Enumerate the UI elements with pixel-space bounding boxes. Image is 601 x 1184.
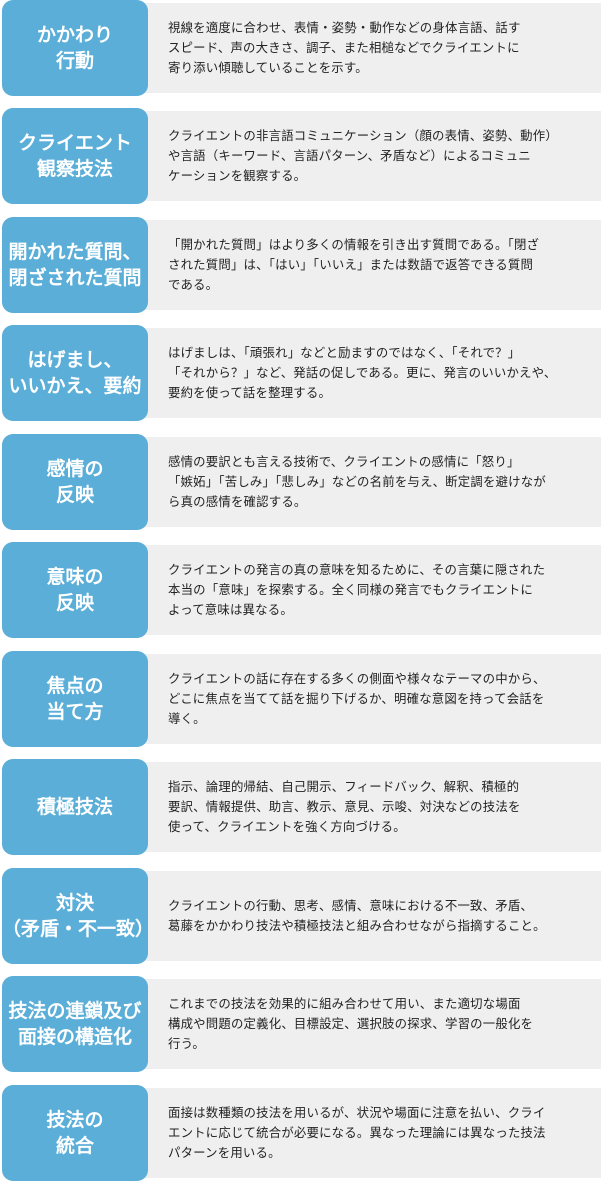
technique-label: 感情の 反映: [2, 434, 148, 530]
technique-row: 対決 （矛盾・不一致） クライエントの行動、思考、感情、意味における不一致、矛盾…: [0, 868, 601, 964]
technique-label: はげまし、 いいかえ、要約: [2, 325, 148, 421]
technique-description: クライエントの発言の真の意味を知るために、その言葉に隠された 本当の「意味」を探…: [168, 562, 546, 617]
technique-row: かかわり 行動 視線を適度に合わせ、表情・姿勢・動作などの身体言語、話す スピー…: [0, 0, 601, 96]
technique-description: 指示、論理的帰結、自己開示、フィードバック、解釈、積極的 要訳、情報提供、助言、…: [168, 779, 521, 834]
description-panel: [140, 328, 601, 418]
description-panel: [140, 220, 601, 310]
technique-label: 開かれた質問、 閉ざされた質問: [2, 217, 148, 313]
description-panel: [140, 437, 601, 527]
technique-row: 技法の 統合 面接は数種類の技法を用いるが、状況や場面に注意を払い、クライ エン…: [0, 1085, 601, 1181]
technique-row: 開かれた質問、 閉ざされた質問 「開かれた質問」はより多くの情報を引き出す質問で…: [0, 217, 601, 313]
description-panel: [140, 654, 601, 744]
technique-description: クライエントの非言語コミュニケーション（顔の表情、姿勢、動作） や言語（キーワー…: [168, 128, 558, 183]
technique-description: 面接は数種類の技法を用いるが、状況や場面に注意を払い、クライ エントに応じて統合…: [168, 1105, 546, 1160]
technique-description: クライエントの行動、思考、感情、意味における不一致、矛盾、 葛藤をかかわり技法や…: [168, 898, 546, 933]
description-panel: [140, 545, 601, 635]
technique-row: 積極技法 指示、論理的帰結、自己開示、フィードバック、解釈、積極的 要訳、情報提…: [0, 759, 601, 855]
technique-label: クライエント 観察技法: [2, 108, 148, 204]
description-panel: [140, 871, 601, 961]
technique-description: これまでの技法を効果的に組み合わせて用い、また適切な場面 構成や問題の定義化、目…: [168, 996, 534, 1051]
technique-label: かかわり 行動: [2, 0, 148, 96]
technique-label: 技法の 統合: [2, 1085, 148, 1181]
technique-row: 感情の 反映 感情の要訳とも言える技術で、クライエントの感情に「怒り」 「嫉妬」…: [0, 434, 601, 530]
technique-description: 感情の要訳とも言える技術で、クライエントの感情に「怒り」 「嫉妬」「苦しみ」「悲…: [168, 454, 546, 509]
description-panel: [140, 762, 601, 852]
technique-description: クライエントの話に存在する多くの側面や様々なテーマの中から、 どこに焦点を当てて…: [168, 671, 546, 726]
technique-row: 技法の連鎖及び 面接の構造化 これまでの技法を効果的に組み合わせて用い、また適切…: [0, 976, 601, 1072]
technique-row: はげまし、 いいかえ、要約 はげましは、「頑張れ」などと励ますのではなく、「それ…: [0, 325, 601, 421]
technique-label: 積極技法: [2, 759, 148, 855]
technique-label: 意味の 反映: [2, 542, 148, 638]
description-panel: [140, 111, 601, 201]
description-panel: [140, 979, 601, 1069]
technique-label: 技法の連鎖及び 面接の構造化: [2, 976, 148, 1072]
technique-row: 焦点の 当て方 クライエントの話に存在する多くの側面や様々なテーマの中から、 ど…: [0, 651, 601, 747]
technique-label: 焦点の 当て方: [2, 651, 148, 747]
description-panel: [140, 3, 601, 93]
technique-description: はげましは、「頑張れ」などと励ますのではなく、「それで？」 「それから？」など、…: [168, 345, 557, 400]
technique-label: 対決 （矛盾・不一致）: [2, 868, 154, 964]
technique-row: 意味の 反映 クライエントの発言の真の意味を知るために、その言葉に隠された 本当…: [0, 542, 601, 638]
technique-description: 視線を適度に合わせ、表情・姿勢・動作などの身体言語、話す スピード、声の大きさ、…: [168, 20, 521, 75]
technique-row: クライエント 観察技法 クライエントの非言語コミュニケーション（顔の表情、姿勢、…: [0, 108, 601, 204]
technique-description: 「開かれた質問」はより多くの情報を引き出す質問である。「閉ざ された質問」は、「…: [168, 237, 540, 292]
description-panel: [140, 1088, 601, 1178]
